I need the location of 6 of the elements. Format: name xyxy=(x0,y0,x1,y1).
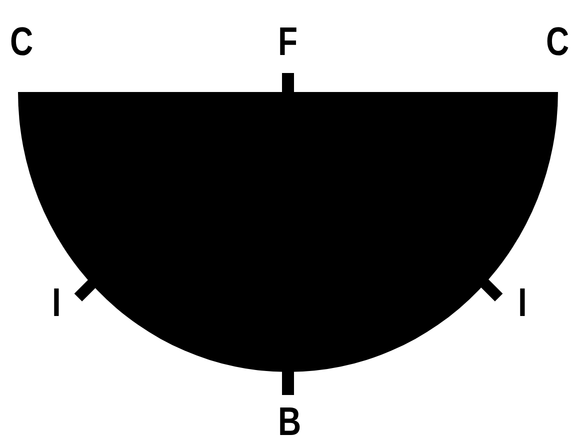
point-label: I xyxy=(518,283,527,323)
point-label: I xyxy=(52,283,61,323)
point-label: C xyxy=(546,22,570,62)
point-label: F xyxy=(278,22,298,62)
point-label: B xyxy=(278,402,302,442)
point-label: C xyxy=(10,22,34,62)
